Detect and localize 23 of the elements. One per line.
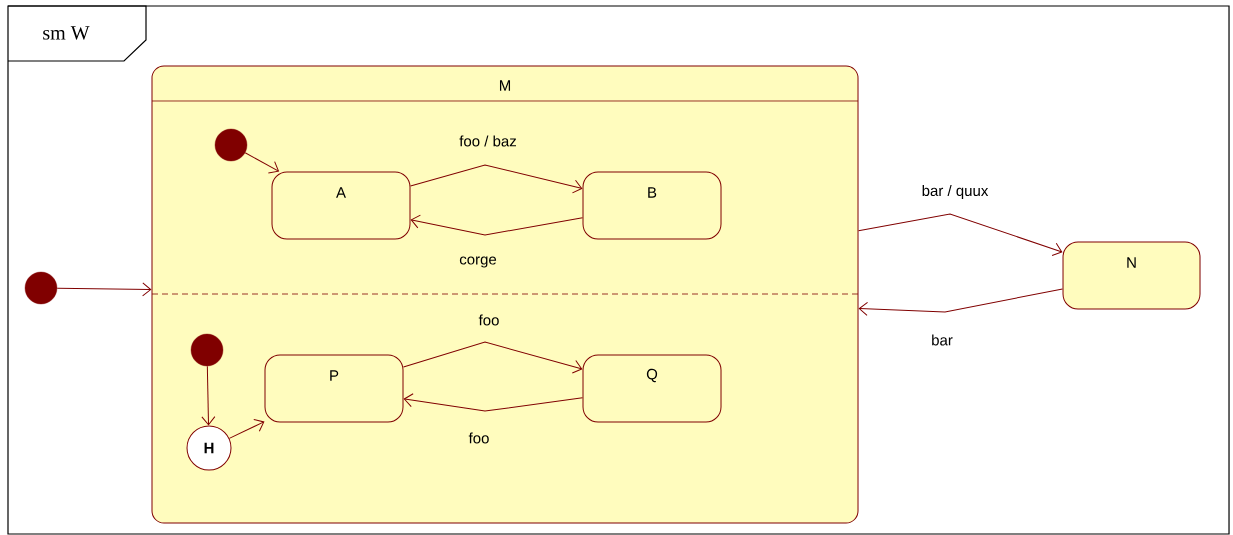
state-box: B [582,171,722,240]
edge-label: bar / quux [920,184,990,200]
initial-state-dot [190,333,224,367]
transition-arrow [56,282,152,297]
transition-arrow [858,213,1063,256]
edge-label: bar [930,333,954,347]
edge-label: foo / baz [458,134,518,148]
transition-arrow [403,393,583,412]
transition-arrow [410,214,583,236]
transition-arrow [410,164,583,194]
initial-state-dot [24,271,58,305]
state-box: A [271,171,411,240]
edge-label: corge [458,255,498,269]
transition-arrow [228,419,265,439]
history-state: H [186,425,232,471]
transition-arrow [858,288,1063,316]
transition-arrow [244,152,279,174]
state-box: P [264,354,404,423]
transition-arrow [201,365,216,426]
transition-arrow [403,341,583,374]
initial-state-dot [214,128,248,162]
state-box: N [1062,241,1201,310]
state-box: Q [582,354,722,423]
